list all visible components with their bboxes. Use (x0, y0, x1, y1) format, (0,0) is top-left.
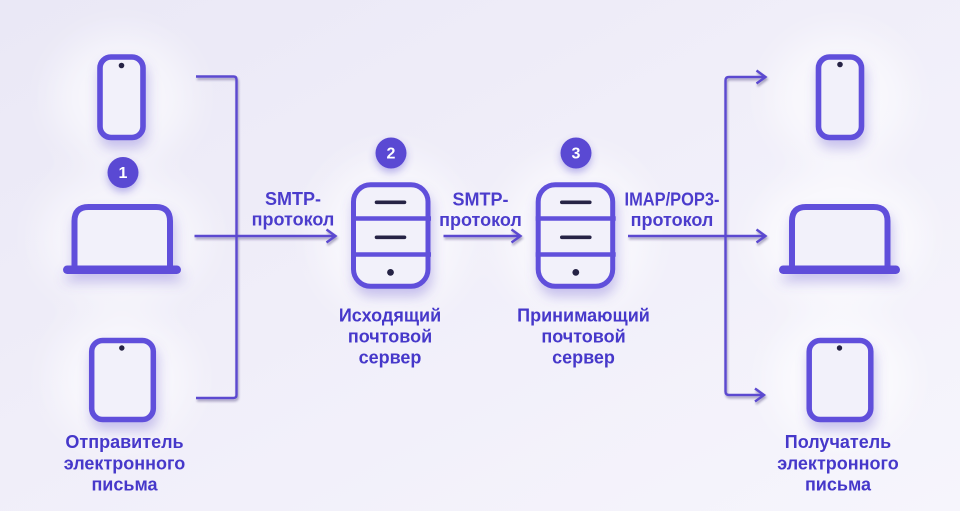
svg-text:2: 2 (387, 146, 396, 163)
svg-text:SMTP-: SMTP- (265, 189, 321, 209)
svg-text:почтовой: почтовой (348, 327, 432, 347)
svg-text:Получатель: Получатель (785, 432, 891, 452)
svg-text:электронного: электронного (64, 454, 186, 474)
svg-text:сервер: сервер (359, 348, 422, 368)
svg-text:Исходящий: Исходящий (339, 306, 441, 326)
svg-text:письма: письма (805, 475, 872, 495)
svg-text:протокол: протокол (252, 210, 335, 230)
svg-text:1: 1 (119, 165, 128, 182)
svg-text:почтовой: почтовой (541, 327, 625, 347)
svg-text:протокол: протокол (439, 210, 522, 230)
svg-text:SMTP-: SMTP- (453, 189, 509, 209)
svg-text:IMAP/POP3-: IMAP/POP3- (625, 189, 720, 209)
svg-text:сервер: сервер (552, 348, 615, 368)
svg-text:протокол: протокол (631, 210, 714, 230)
svg-text:письма: письма (91, 475, 158, 495)
svg-text:3: 3 (572, 146, 581, 163)
svg-text:Отправитель: Отправитель (65, 432, 183, 452)
svg-text:электронного: электронного (777, 454, 899, 474)
svg-text:Принимающий: Принимающий (517, 306, 650, 326)
